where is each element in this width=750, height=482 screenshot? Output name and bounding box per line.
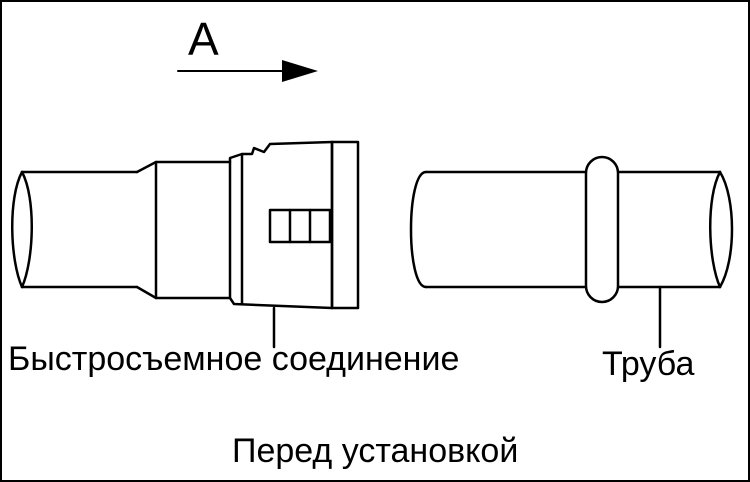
pipe-label: Труба: [602, 345, 695, 383]
arrow-label: A: [188, 13, 219, 65]
quick-connector-label: Быстросъемное соединение: [8, 340, 460, 378]
pipe: [409, 155, 734, 349]
direction-arrow-icon: [177, 60, 318, 82]
quick-connector: [135, 140, 360, 349]
figure-caption: Перед установкой: [232, 432, 519, 470]
left-tube: [11, 170, 139, 289]
